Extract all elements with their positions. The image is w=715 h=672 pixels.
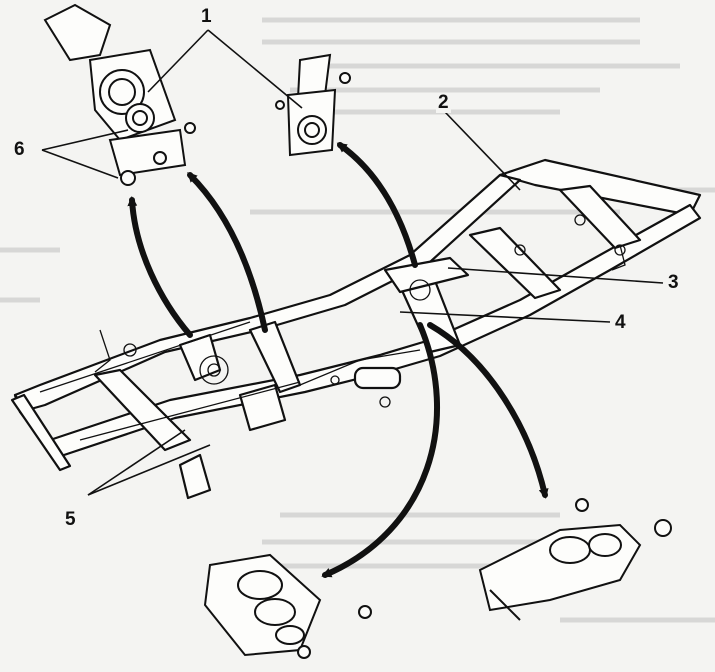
vehicle-frame (10, 158, 702, 500)
detail-arrows (127, 142, 549, 578)
callout-6: 6 (12, 139, 27, 160)
transmission-mount-detail (478, 498, 672, 621)
callout-5: 5 (63, 509, 78, 530)
leader-lines (41, 29, 664, 496)
callout-3: 3 (666, 272, 681, 293)
engine-mount-detail-left (43, 3, 196, 186)
callout-2: 2 (436, 92, 451, 113)
callout-4: 4 (613, 312, 628, 333)
frame-details (39, 214, 626, 441)
bushing-detail (203, 553, 372, 659)
engine-mount-detail-right (275, 53, 351, 157)
callout-1: 1 (199, 6, 214, 27)
